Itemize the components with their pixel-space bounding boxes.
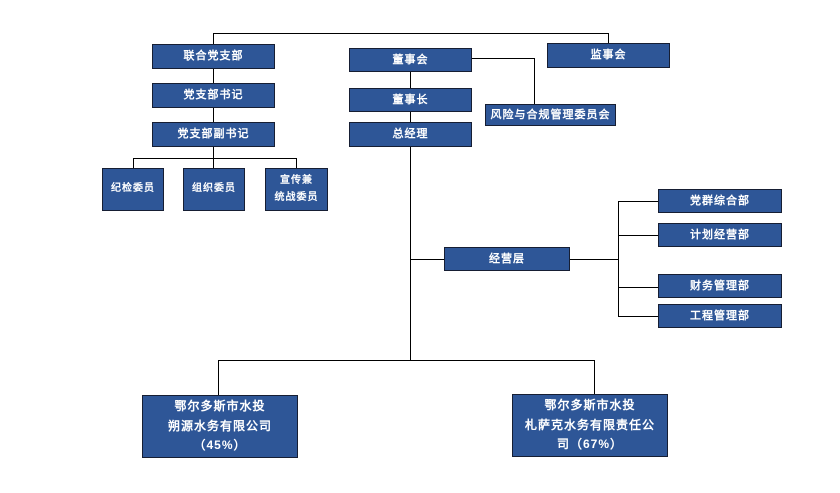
org-node-organization-commissioner: 组织委员 — [183, 168, 245, 211]
org-node-engineering-management-dept: 工程管理部 — [658, 304, 782, 328]
connector-line — [594, 360, 595, 394]
org-node-chairman: 董事长 — [349, 88, 472, 112]
org-node-label: 统战委员 — [274, 191, 319, 203]
connector-line — [618, 201, 619, 317]
org-node-label: 党支部书记 — [183, 89, 244, 102]
org-node-label: 纪检委员 — [111, 183, 155, 195]
connector-line — [213, 33, 608, 34]
org-node-label: 鄂尔多斯市水投 — [174, 398, 266, 413]
org-node-label: 联合党支部 — [183, 50, 244, 63]
org-node-label: 鄂尔多斯市水投 — [544, 397, 636, 412]
connector-line — [534, 58, 535, 104]
org-node-board-of-directors: 董事会 — [349, 48, 472, 72]
org-node-board-of-supervisors: 监事会 — [547, 43, 670, 68]
connector-line — [213, 147, 214, 168]
connector-line — [618, 235, 658, 236]
org-node-label: 工程管理部 — [690, 309, 750, 322]
connector-line — [133, 158, 134, 168]
org-node-party-branch-secretary: 党支部书记 — [152, 83, 275, 108]
org-node-label: （45%） — [193, 438, 247, 453]
connector-line — [218, 360, 594, 361]
connector-line — [472, 58, 534, 59]
connector-line — [410, 147, 411, 360]
connector-line — [213, 33, 214, 44]
org-node-general-manager: 总经理 — [349, 122, 472, 147]
org-node-propaganda-united-front-commissioner: 宣传兼统战委员 — [265, 168, 328, 211]
org-node-label: 总经理 — [392, 128, 429, 141]
connector-line — [618, 201, 658, 202]
org-node-label: 朔源水务有限公司 — [167, 418, 272, 433]
org-node-label: 札萨克水务有限责任公 — [524, 417, 655, 432]
connector-line — [618, 287, 658, 288]
org-node-label: 党群综合部 — [690, 194, 750, 207]
org-node-deputy-party-branch-secretary: 党支部副书记 — [152, 122, 275, 147]
connector-line — [213, 69, 214, 83]
org-node-label: 经营层 — [489, 252, 525, 265]
connector-line — [213, 108, 214, 122]
org-node-subsidiary-zhasake-water: 鄂尔多斯市水投札萨克水务有限责任公司（67%） — [512, 394, 668, 457]
org-node-label: 司（67%） — [556, 437, 624, 452]
connector-line — [218, 360, 219, 395]
connector-line — [618, 316, 658, 317]
org-node-party-mass-comprehensive-dept: 党群综合部 — [658, 189, 782, 213]
org-node-label: 监事会 — [590, 49, 627, 62]
org-node-label: 计划经营部 — [690, 228, 750, 241]
org-node-label: 党支部副书记 — [177, 128, 250, 141]
connector-line — [608, 33, 609, 43]
org-node-joint-party-branch: 联合党支部 — [152, 44, 275, 69]
org-node-label: 组织委员 — [192, 183, 236, 195]
connector-line — [570, 259, 618, 260]
connector-line — [296, 158, 297, 168]
org-node-planning-operation-dept: 计划经营部 — [658, 223, 782, 247]
org-node-management-level: 经营层 — [444, 247, 570, 271]
org-node-label: 风险与合规管理委员会 — [490, 108, 611, 121]
org-node-discipline-inspection-commissioner: 纪检委员 — [102, 168, 164, 211]
org-node-label: 董事长 — [392, 93, 429, 106]
connector-line — [410, 112, 411, 122]
connector-line — [133, 158, 296, 159]
org-node-financial-management-dept: 财务管理部 — [658, 274, 782, 298]
org-node-label: 财务管理部 — [690, 279, 750, 292]
connector-line — [410, 72, 411, 88]
org-node-risk-compliance-committee: 风险与合规管理委员会 — [485, 104, 616, 126]
org-node-label: 宣传兼 — [280, 175, 313, 186]
org-node-subsidiary-shuoyuan-water: 鄂尔多斯市水投朔源水务有限公司 （45%） — [142, 395, 298, 458]
connector-line — [410, 259, 444, 260]
org-node-label: 董事会 — [392, 53, 429, 66]
